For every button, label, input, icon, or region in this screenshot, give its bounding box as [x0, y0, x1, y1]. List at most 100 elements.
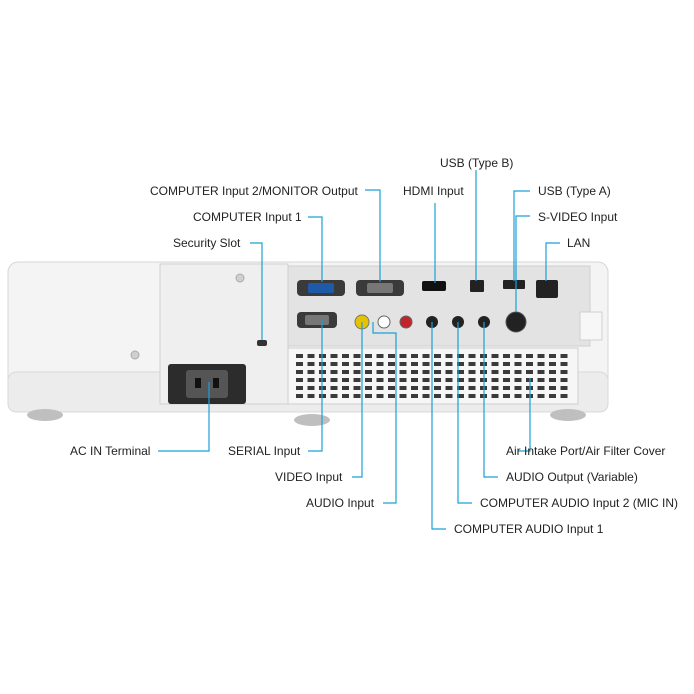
grille-slot: [296, 386, 303, 390]
grille-slot: [560, 354, 568, 358]
grille-slot: [342, 394, 349, 398]
grille-slot: [549, 394, 556, 398]
grille-slot: [560, 378, 568, 382]
grille-slot: [342, 378, 349, 382]
grille-slot: [399, 394, 407, 398]
grille-slot: [330, 362, 338, 366]
label-svideo: S-VIDEO Input: [538, 210, 618, 224]
grille-slot: [560, 386, 568, 390]
grille-slot: [388, 362, 395, 366]
grille-slot: [434, 362, 441, 366]
grille-slot: [365, 362, 372, 366]
grille-slot: [560, 370, 568, 374]
leader-audio-in: [372, 322, 397, 504]
security-slot: [257, 340, 267, 346]
audio-in-right-jack: [399, 315, 413, 329]
grille-slot: [560, 394, 568, 398]
lan-port: [536, 280, 558, 298]
grille-slot: [353, 386, 361, 390]
grille-slot: [526, 362, 533, 366]
grille-slot: [342, 370, 349, 374]
grille-slot: [307, 386, 315, 390]
leader-security-slot: [250, 242, 263, 340]
grille-slot: [411, 386, 418, 390]
label-usb-b: USB (Type B): [440, 156, 514, 170]
label-computer-in1: COMPUTER Input 1: [193, 210, 302, 224]
grille-slot: [514, 354, 522, 358]
grille-slot: [399, 386, 407, 390]
grille-slot: [468, 370, 476, 374]
grille-slot: [330, 386, 338, 390]
grille-slot: [491, 378, 499, 382]
grille-slot: [434, 394, 441, 398]
grille-slot: [445, 386, 453, 390]
grille-slot: [330, 354, 338, 358]
grille-slot: [422, 386, 430, 390]
label-comp-audio2: COMPUTER AUDIO Input 2 (MIC IN): [480, 496, 679, 510]
grille-slot: [307, 378, 315, 382]
grille-slot: [388, 370, 395, 374]
grille-slot: [549, 386, 556, 390]
leader-ac-in: [158, 382, 210, 452]
grille-slot: [376, 362, 384, 366]
grille-slot: [376, 394, 384, 398]
grille-slot: [422, 354, 430, 358]
grille-slot: [445, 378, 453, 382]
grille-slot: [468, 378, 476, 382]
grille-slot: [491, 386, 499, 390]
computer-input-2-monitor-output-port: [356, 280, 404, 296]
grille-slot: [376, 370, 384, 374]
grille-slot: [445, 370, 453, 374]
label-audio-out: AUDIO Output (Variable): [506, 470, 638, 484]
grille-slot: [503, 378, 510, 382]
grille-slot: [376, 386, 384, 390]
label-lan: LAN: [567, 236, 591, 250]
grille-slot: [365, 386, 372, 390]
leader-svideo: [515, 215, 530, 312]
grille-slot: [434, 370, 441, 374]
grille-slot: [388, 354, 395, 358]
leader-lan: [545, 242, 560, 281]
grille-slot: [457, 370, 464, 374]
grille-slot: [434, 386, 441, 390]
grille-slot: [537, 394, 545, 398]
grille-slot: [549, 354, 556, 358]
grille-slot: [353, 370, 361, 374]
leader-computer-in1: [308, 216, 323, 282]
grille-slot: [457, 378, 464, 382]
leader-computer-in2-monitor-out: [365, 189, 381, 282]
grille-slot: [468, 362, 476, 366]
leader-comp-audio1: [431, 322, 446, 530]
grille-slot: [388, 394, 395, 398]
grille-slot: [376, 378, 384, 382]
grille-slot: [514, 378, 522, 382]
label-audio-in: AUDIO Input: [306, 496, 375, 510]
grille-slot: [560, 362, 568, 366]
grille-slot: [411, 362, 418, 366]
grille-slot: [434, 354, 441, 358]
grille-slot: [422, 378, 430, 382]
grille-slot: [514, 362, 522, 366]
grille-slot: [365, 378, 372, 382]
grille-slot: [353, 354, 361, 358]
grille-slot: [434, 378, 441, 382]
grille-slot: [422, 370, 430, 374]
grille-slot: [342, 354, 349, 358]
grille-slot: [549, 370, 556, 374]
ac-in-socket: [168, 364, 246, 404]
grille-slot: [411, 378, 418, 382]
grille-slot: [411, 354, 418, 358]
grille-slot: [296, 362, 303, 366]
grille-slot: [342, 386, 349, 390]
grille-slot: [365, 354, 372, 358]
usb-b-port: [470, 280, 484, 292]
air-intake-grille: [287, 347, 579, 405]
grille-slot: [330, 370, 338, 374]
grille-slot: [353, 362, 361, 366]
grille-slot: [514, 370, 522, 374]
grille-slot: [365, 370, 372, 374]
grille-slot: [537, 378, 545, 382]
grille-slot: [491, 394, 499, 398]
grille-slot: [445, 362, 453, 366]
serial-port: [297, 312, 337, 328]
